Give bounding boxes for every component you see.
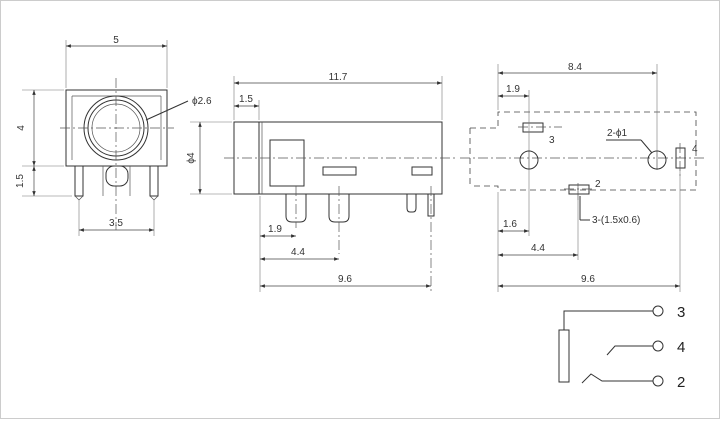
dim-footprint-total: 9.6 bbox=[581, 274, 595, 285]
label-footprint-pin2: 2 bbox=[595, 179, 601, 190]
footprint-outline bbox=[470, 111, 697, 191]
front-center-post bbox=[105, 165, 129, 187]
dim-side-pin2: 4.4 bbox=[291, 247, 305, 258]
footprint-slot-pin2 bbox=[568, 184, 590, 195]
dim-front-width: 5 bbox=[113, 35, 119, 46]
dim-side-diameter: ϕ4 bbox=[186, 152, 197, 164]
dim-front-pin-spacing: 3.5 bbox=[109, 218, 123, 229]
side-contact-rear bbox=[411, 166, 433, 176]
schematic-sleeve bbox=[558, 329, 570, 383]
schematic-symbol: 3 4 2 bbox=[558, 304, 685, 391]
schematic-pin-2: 2 bbox=[677, 374, 685, 391]
schematic-terminal-4 bbox=[652, 340, 664, 352]
schematic-pin-4: 4 bbox=[677, 339, 685, 356]
schematic-terminal-2 bbox=[652, 375, 664, 387]
dim-front-pin-height: 1.5 bbox=[15, 174, 26, 188]
dim-side-flange: 1.5 bbox=[239, 94, 253, 105]
label-footprint-pin4: 4 bbox=[692, 144, 698, 155]
footprint-view: 3 2-ϕ1 4 2 3-(1.5x0.6) 8.4 1.9 bbox=[460, 62, 705, 292]
label-footprint-slots: 3-(1.5x0.6) bbox=[592, 215, 640, 226]
dim-side-pin3: 9.6 bbox=[338, 274, 352, 285]
dim-side-length: 11.7 bbox=[329, 72, 348, 83]
label-footprint-pin3: 3 bbox=[549, 135, 555, 146]
dim-footprint-width: 8.4 bbox=[568, 62, 582, 73]
footprint-slot-pin3 bbox=[522, 122, 544, 133]
dim-footprint-pin-x: 1.9 bbox=[506, 84, 520, 95]
side-view: 11.7 1.5 ϕ4 1.9 4.4 9.6 bbox=[186, 72, 456, 292]
dim-footprint-mid: 4.4 bbox=[531, 243, 545, 254]
dim-side-pin1: 1.9 bbox=[268, 224, 282, 235]
front-pin-left bbox=[74, 165, 84, 197]
label-footprint-holes: 2-ϕ1 bbox=[607, 128, 627, 139]
dim-front-height: 4 bbox=[16, 125, 27, 131]
side-contact-window bbox=[269, 139, 305, 187]
schematic-wire-4 bbox=[606, 345, 653, 356]
front-view: 5 4 1.5 3.5 ϕ2.6 bbox=[15, 35, 212, 236]
schematic-wire-2 bbox=[581, 373, 653, 384]
schematic-pin-3: 3 bbox=[677, 304, 685, 321]
side-pin-3 bbox=[406, 194, 417, 213]
dim-front-hole: ϕ2.6 bbox=[192, 96, 212, 107]
footprint-slot-pin4 bbox=[675, 147, 686, 169]
side-contact-mid bbox=[322, 166, 357, 176]
schematic-wire-3 bbox=[563, 310, 653, 330]
schematic-terminal-3 bbox=[652, 305, 664, 317]
dim-footprint-left: 1.6 bbox=[503, 219, 517, 230]
front-pin-right bbox=[149, 165, 159, 197]
